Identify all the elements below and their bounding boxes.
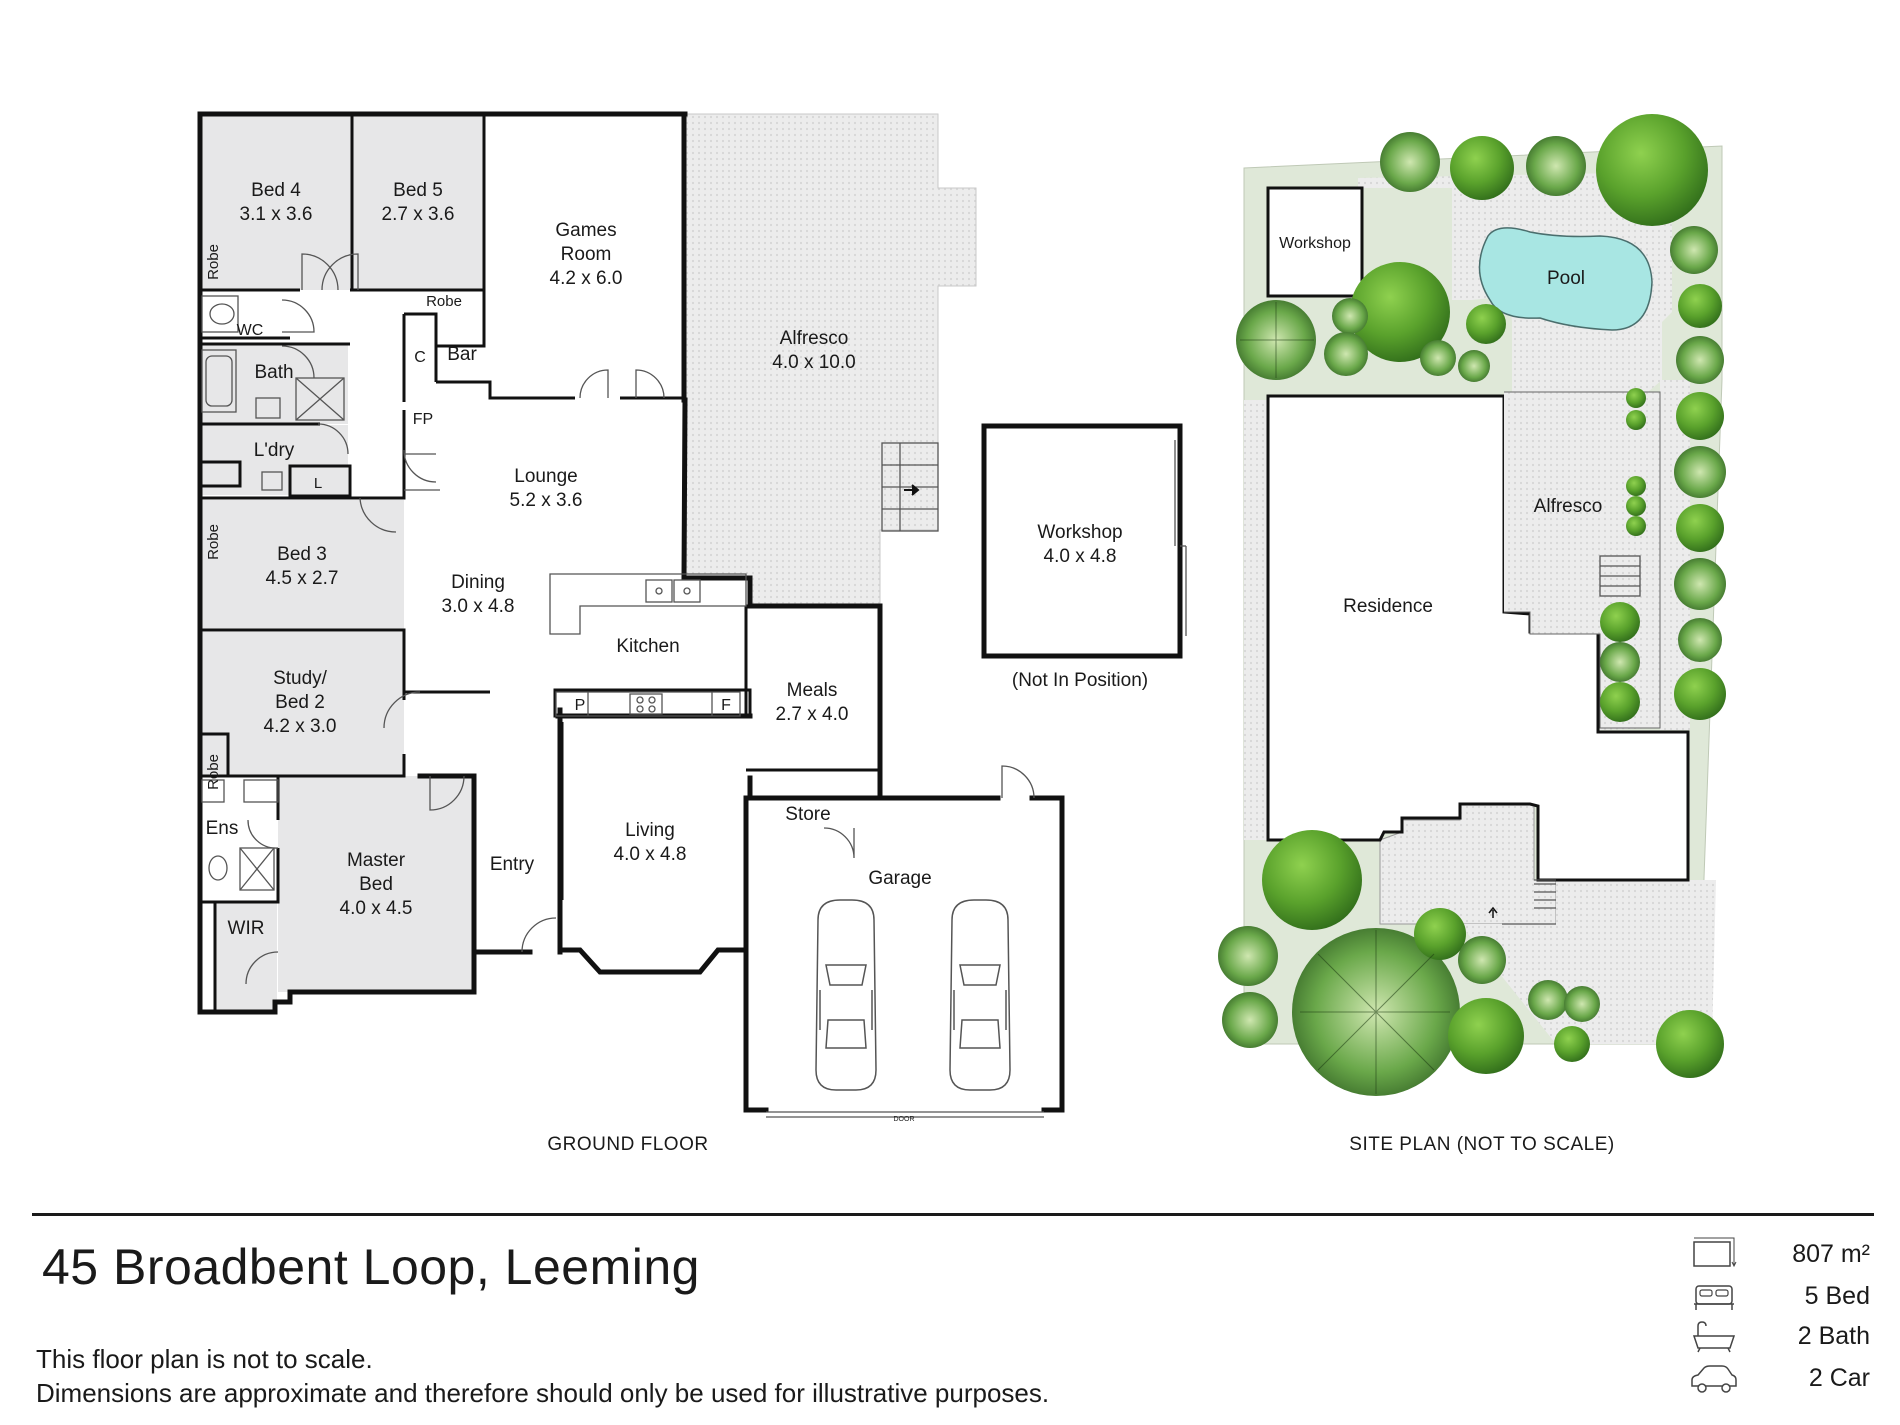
- cupboard-label: C: [414, 349, 426, 366]
- master-bed-size: 4.0 x 4.5: [340, 898, 413, 919]
- kitchen-label: Kitchen: [616, 636, 679, 657]
- alfresco-label: Alfresco: [780, 328, 849, 349]
- car-icon: [949, 899, 1011, 1091]
- workshop-size: 4.0 x 4.8: [1044, 546, 1117, 567]
- site-plan: Workshop Pool Alfresco Residence SITE PL…: [1218, 114, 1726, 1155]
- robe-label-study: Robe: [205, 754, 222, 790]
- fridge-label: F: [721, 697, 731, 714]
- games-room-size: 4.2 x 6.0: [550, 268, 623, 289]
- bar-label: Bar: [447, 344, 477, 365]
- living-label: Living: [625, 820, 675, 841]
- dining-label: Dining: [451, 572, 505, 593]
- site-workshop-label: Workshop: [1279, 235, 1351, 252]
- land-area-icon: [1693, 1237, 1737, 1268]
- bed3-size: 4.5 x 2.7: [266, 568, 339, 589]
- property-address: 45 Broadbent Loop, Leeming: [42, 1239, 700, 1295]
- living-size: 4.0 x 4.8: [614, 844, 687, 865]
- bath-count: 2 Bath: [1797, 1322, 1870, 1350]
- bath-icon: [1692, 1321, 1736, 1353]
- site-residence-label: Residence: [1343, 596, 1433, 617]
- study-label: Study/: [273, 668, 328, 689]
- ensuite-label: Ens: [206, 818, 239, 839]
- fireplace-label: FP: [413, 411, 433, 428]
- bath-label: Bath: [254, 362, 293, 383]
- games-room-label-2: Room: [561, 244, 612, 265]
- entry-label: Entry: [490, 854, 535, 875]
- car-icon: [1691, 1365, 1737, 1393]
- bed3-label: Bed 3: [277, 544, 327, 565]
- wir-label: WIR: [228, 918, 265, 939]
- pantry-label: P: [575, 697, 586, 714]
- site-pool-label: Pool: [1547, 268, 1585, 289]
- disclaimer-line-2: Dimensions are approximate and therefore…: [36, 1378, 1050, 1408]
- site-alfresco-label: Alfresco: [1534, 496, 1603, 517]
- laundry-label: L'dry: [254, 440, 295, 461]
- site-plan-caption: SITE PLAN (NOT TO SCALE): [1349, 1134, 1614, 1155]
- study-size: 4.2 x 3.0: [264, 716, 337, 737]
- car-icon: [815, 899, 877, 1091]
- land-area-value: 807 m²: [1792, 1240, 1870, 1268]
- workshop-label: Workshop: [1037, 522, 1122, 543]
- wc-label: WC: [237, 322, 264, 339]
- robe-label-bed3: Robe: [205, 524, 222, 560]
- robe-label-bed4: Robe: [205, 244, 222, 280]
- bed4-label: Bed 4: [251, 180, 301, 201]
- master-bed-label: Master: [347, 850, 406, 871]
- games-room-label: Games: [555, 220, 616, 241]
- meals-label: Meals: [787, 680, 838, 701]
- ground-floor-caption: GROUND FLOOR: [547, 1134, 708, 1155]
- bed5-size: 2.7 x 3.6: [382, 204, 455, 225]
- lounge-size: 5.2 x 3.6: [510, 490, 583, 511]
- linen-label: L: [314, 475, 322, 492]
- bed-count: 5 Bed: [1804, 1282, 1870, 1310]
- lounge-label: Lounge: [514, 466, 577, 487]
- robe-label-bed5: Robe: [426, 293, 462, 310]
- ground-floor-plan: Bed 4 3.1 x 3.6 Bed 5 2.7 x 3.6 Games Ro…: [197, 111, 1187, 1155]
- bed4-size: 3.1 x 3.6: [240, 204, 313, 225]
- dining-size: 3.0 x 4.8: [442, 596, 515, 617]
- disclaimer-line-1: This floor plan is not to scale.: [36, 1344, 373, 1374]
- meals-size: 2.7 x 4.0: [776, 704, 849, 725]
- workshop-note: (Not In Position): [1012, 670, 1148, 691]
- store-label: Store: [785, 804, 830, 825]
- bed-icon: [1694, 1285, 1734, 1310]
- garage-door-label: DOOR: [894, 1116, 915, 1123]
- bed5-label: Bed 5: [393, 180, 443, 201]
- alfresco-size: 4.0 x 10.0: [772, 352, 855, 373]
- car-count: 2 Car: [1808, 1364, 1870, 1392]
- garage-label: Garage: [868, 868, 931, 889]
- master-bed-label-2: Bed: [359, 874, 393, 895]
- footer-divider: [32, 1213, 1874, 1216]
- study-label-2: Bed 2: [275, 692, 325, 713]
